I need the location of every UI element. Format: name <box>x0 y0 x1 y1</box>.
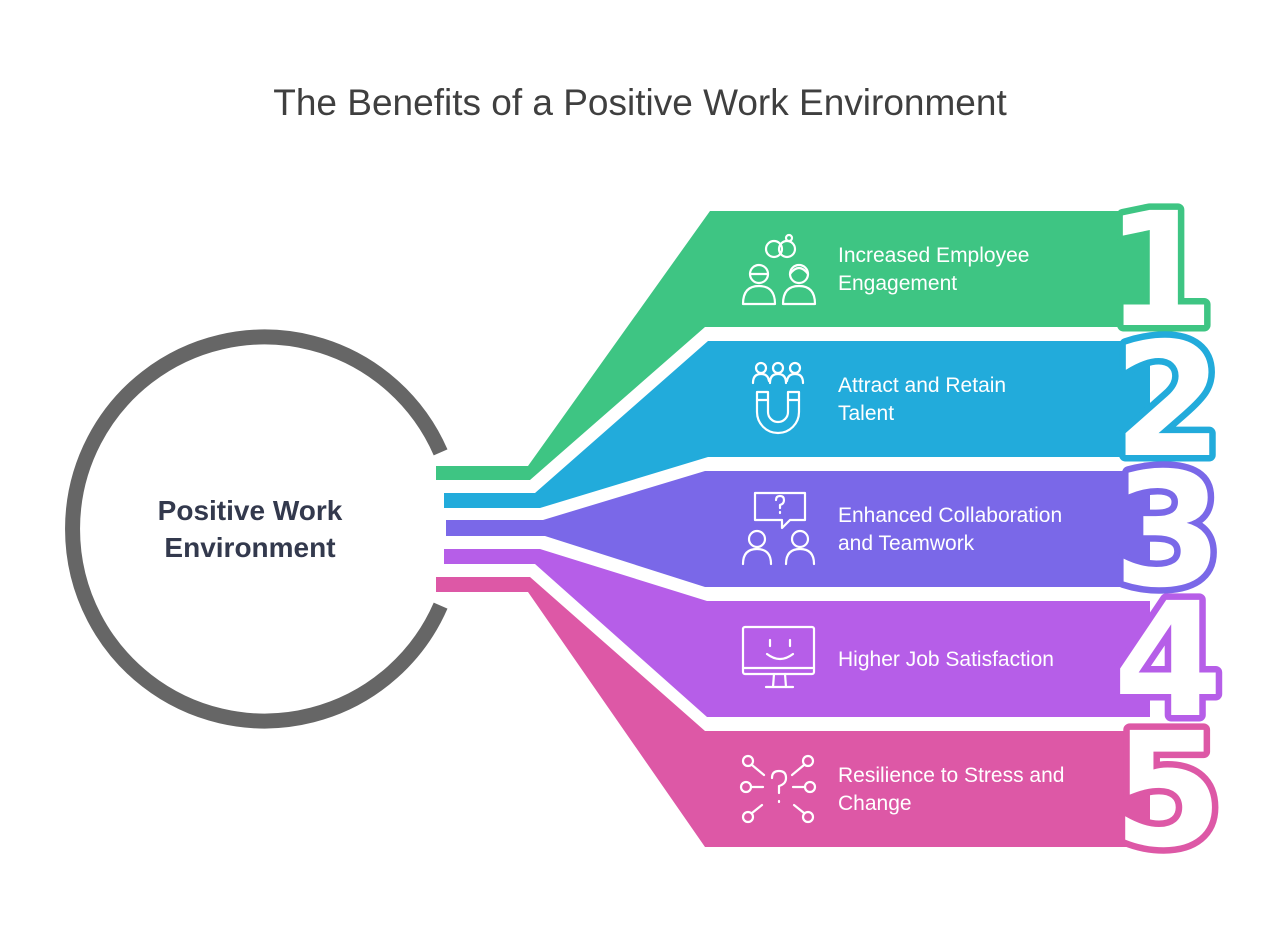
branch-2-label-line2: Talent <box>838 402 894 425</box>
branch-3: 3 Enhanced Collaboration and Teamwork <box>446 433 1229 630</box>
branch-2: 2 Attract and Retain Talent <box>444 303 1229 508</box>
branch-3-ribbon <box>446 471 1150 587</box>
hub-label-line2: Environment <box>164 532 335 563</box>
branch-2-ribbon <box>444 341 1150 508</box>
branch-5-number: 5 <box>1113 699 1223 883</box>
branch-1-label-line1: Increased Employee <box>838 244 1029 267</box>
branch-1-number: 1 <box>1105 179 1215 363</box>
engaged-people-icon <box>741 233 817 306</box>
branch-5-label-line1: Resilience to Stress and <box>838 764 1064 787</box>
diagram-title: The Benefits of a Positive Work Environm… <box>273 82 1007 123</box>
branch-1-label-line2: Engagement <box>838 272 957 295</box>
branch-4-number: 4 <box>1113 569 1223 753</box>
hub-label-line1: Positive Work <box>158 495 343 526</box>
smiling-monitor-icon <box>741 625 816 689</box>
branch-3-label-line2: and Teamwork <box>838 532 975 555</box>
branch-3-number: 3 <box>1113 439 1223 623</box>
hub-ring <box>65 329 448 729</box>
talent-magnet-icon <box>751 361 805 435</box>
branch-5-label-line2: Change <box>838 792 912 815</box>
branch-4: 4 Higher Job Satisfaction <box>444 549 1229 760</box>
branch-2-label-line1: Attract and Retain <box>838 374 1006 397</box>
hub: Positive Work Environment <box>65 329 448 729</box>
branch-5: 5 Resilience to Stress and Change <box>436 577 1229 890</box>
branch-3-label-line1: Enhanced Collaboration <box>838 504 1062 527</box>
branch-4-ribbon <box>444 549 1150 717</box>
branch-1-ribbon <box>436 211 1150 480</box>
branch-2-number: 2 <box>1113 309 1223 493</box>
branch-1: 1 Increased Employee Engagement <box>436 173 1221 480</box>
branch-4-label-line1: Higher Job Satisfaction <box>838 648 1054 671</box>
collaboration-icon <box>741 491 816 566</box>
branch-5-ribbon <box>436 577 1150 847</box>
resilience-network-icon <box>739 754 817 824</box>
